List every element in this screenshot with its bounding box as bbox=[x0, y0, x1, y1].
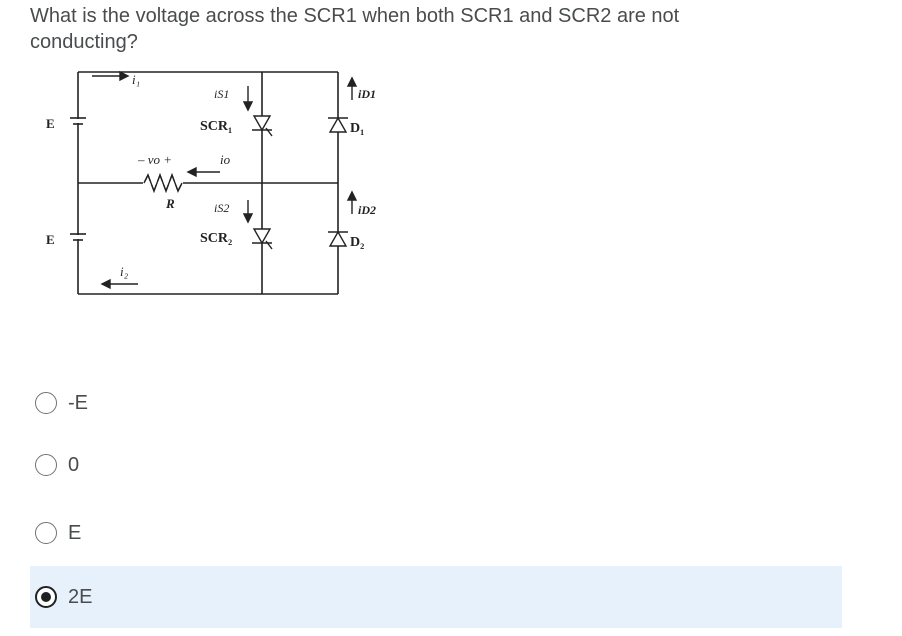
option-e[interactable]: E bbox=[30, 502, 842, 564]
radio-button[interactable] bbox=[35, 522, 57, 544]
label-scr2: SCR₂ bbox=[200, 231, 232, 246]
label-r: R bbox=[165, 196, 175, 211]
option-label: E bbox=[68, 521, 82, 544]
option-neg-e[interactable]: -E bbox=[30, 372, 842, 434]
option-label: 0 bbox=[68, 453, 80, 476]
label-is2: iS2 bbox=[214, 201, 229, 215]
label-i1: i₁ bbox=[132, 72, 140, 87]
radio-button-checked[interactable] bbox=[35, 586, 57, 608]
label-d1: D₁ bbox=[350, 121, 364, 136]
label-e-top: E bbox=[46, 116, 55, 131]
question-text: What is the voltage across the SCR1 when… bbox=[30, 5, 680, 53]
option-zero[interactable]: 0 bbox=[30, 434, 842, 496]
label-id1: iD1 bbox=[358, 87, 376, 101]
option-2e[interactable]: 2E bbox=[30, 566, 842, 628]
label-id2: iD2 bbox=[358, 203, 376, 217]
label-scr1: SCR₁ bbox=[200, 119, 232, 134]
label-i2: i₂ bbox=[120, 264, 129, 279]
label-e-bottom: E bbox=[46, 232, 55, 247]
radio-button[interactable] bbox=[35, 392, 57, 414]
label-io: io bbox=[220, 152, 231, 167]
option-label: 2E bbox=[68, 585, 93, 608]
radio-button[interactable] bbox=[35, 454, 57, 476]
circuit-diagram: E E i₁ i₂ iS1 SCR₁ iD1 D₁ – vo + io R iS… bbox=[46, 70, 376, 295]
label-is1: iS1 bbox=[214, 87, 229, 101]
label-d2: D₂ bbox=[350, 235, 364, 250]
option-label: -E bbox=[68, 391, 88, 414]
label-vo: – vo + bbox=[137, 152, 172, 167]
